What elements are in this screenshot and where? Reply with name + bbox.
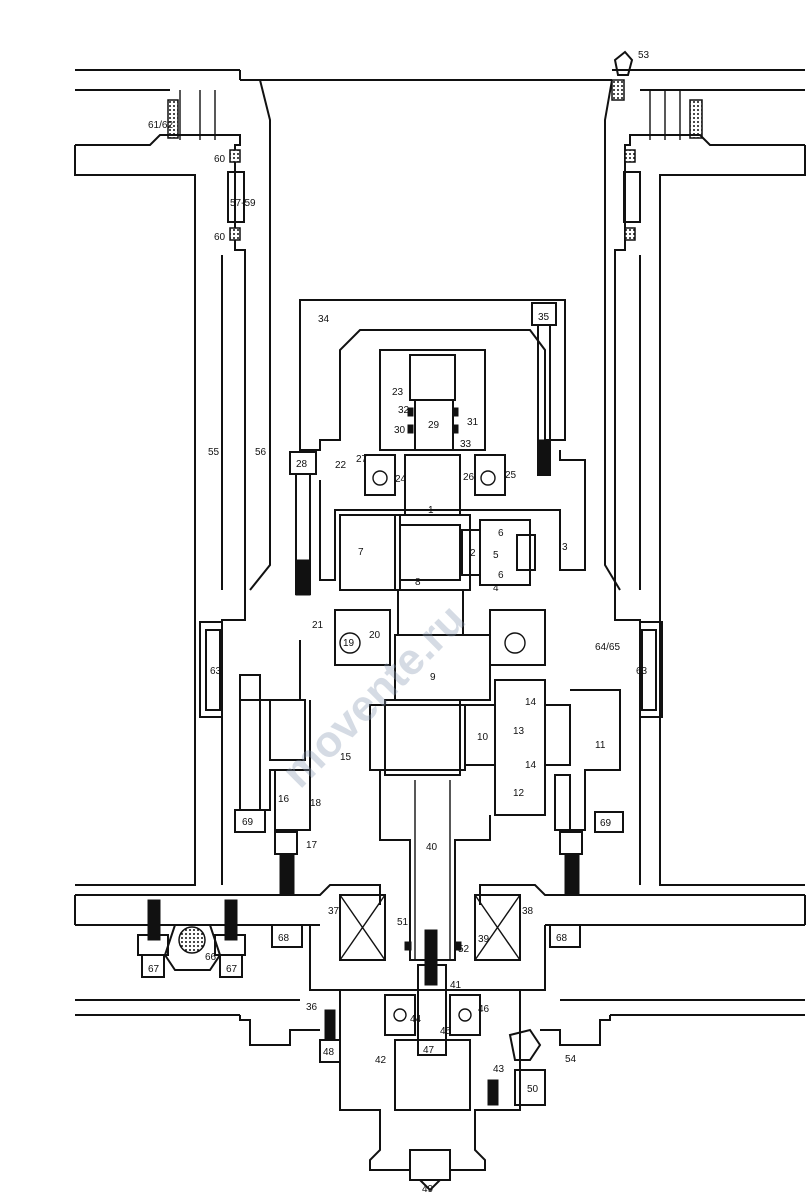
label-61-62: 61/62 xyxy=(148,120,173,131)
label-51: 51 xyxy=(397,917,409,928)
label-11: 11 xyxy=(595,740,606,751)
label-20: 20 xyxy=(369,630,381,641)
label-6a: 6 xyxy=(498,528,504,539)
mounting-clamp xyxy=(137,899,246,978)
label-39: 39 xyxy=(478,934,490,945)
label-60a: 60 xyxy=(214,154,226,165)
label-69a: 69 xyxy=(242,817,254,828)
label-55: 55 xyxy=(208,447,220,458)
middle-section xyxy=(234,640,624,961)
label-4: 4 xyxy=(493,583,499,594)
label-13: 13 xyxy=(513,726,525,737)
label-9: 9 xyxy=(430,672,436,683)
label-36: 36 xyxy=(306,1002,318,1013)
label-2: 2 xyxy=(470,548,476,559)
part-labels: 1 2 3 4 5 6 6 7 8 9 10 11 12 13 14 14 15… xyxy=(148,50,650,1195)
label-33: 33 xyxy=(460,439,472,450)
label-41: 41 xyxy=(450,980,462,991)
label-6b: 6 xyxy=(498,570,504,581)
label-64-65: 64/65 xyxy=(595,642,620,653)
watermark-text: movente.ru xyxy=(272,595,474,797)
bottom-base xyxy=(75,964,805,1192)
label-54: 54 xyxy=(565,1054,577,1065)
label-48: 48 xyxy=(323,1047,335,1058)
label-69b: 69 xyxy=(600,818,612,829)
right-housing xyxy=(604,50,806,886)
label-7: 7 xyxy=(358,547,364,558)
label-50: 50 xyxy=(527,1084,539,1095)
label-31: 31 xyxy=(467,417,479,428)
label-10: 10 xyxy=(477,732,489,743)
label-42: 42 xyxy=(375,1055,387,1066)
label-24: 24 xyxy=(395,474,407,485)
label-5: 5 xyxy=(493,550,499,561)
central-gear-train xyxy=(319,450,586,701)
label-45: 45 xyxy=(440,1026,452,1037)
label-46: 46 xyxy=(478,1004,490,1015)
label-1: 1 xyxy=(428,505,434,516)
label-22: 22 xyxy=(335,460,347,471)
label-47: 47 xyxy=(423,1045,435,1056)
label-38: 38 xyxy=(522,906,534,917)
label-29: 29 xyxy=(428,420,440,431)
label-60b: 60 xyxy=(214,232,226,243)
label-43: 43 xyxy=(493,1064,505,1075)
label-56: 56 xyxy=(255,447,267,458)
label-17: 17 xyxy=(306,840,318,851)
left-housing xyxy=(74,79,271,886)
upper-gearbox xyxy=(289,299,566,596)
label-18: 18 xyxy=(310,798,322,809)
label-28: 28 xyxy=(296,459,308,470)
label-21: 21 xyxy=(312,620,324,631)
label-37: 37 xyxy=(328,906,340,917)
label-52: 52 xyxy=(458,944,470,955)
label-30: 30 xyxy=(394,425,406,436)
label-12: 12 xyxy=(513,788,525,799)
label-26: 26 xyxy=(463,472,475,483)
label-40: 40 xyxy=(426,842,438,853)
label-66: 66 xyxy=(205,952,217,963)
label-23: 23 xyxy=(392,387,404,398)
label-8: 8 xyxy=(415,577,421,588)
watermark: movente.ru xyxy=(272,595,474,797)
label-53: 53 xyxy=(638,50,650,61)
label-16: 16 xyxy=(278,794,290,805)
label-15: 15 xyxy=(340,752,352,763)
label-27: 27 xyxy=(356,454,368,465)
label-63b: 63 xyxy=(636,666,648,677)
label-68a: 68 xyxy=(278,933,290,944)
label-63a: 63 xyxy=(210,666,222,677)
label-35: 35 xyxy=(538,312,550,323)
label-34: 34 xyxy=(318,314,330,325)
label-14b: 14 xyxy=(525,760,537,771)
label-67a: 67 xyxy=(148,964,160,975)
label-19: 19 xyxy=(343,638,355,649)
label-3: 3 xyxy=(562,542,568,553)
label-25: 25 xyxy=(505,470,517,481)
label-57-59: 57-59 xyxy=(230,198,256,209)
label-68b: 68 xyxy=(556,933,568,944)
label-44: 44 xyxy=(410,1014,422,1025)
lower-flange xyxy=(74,831,806,991)
label-67b: 67 xyxy=(226,964,238,975)
label-49: 49 xyxy=(422,1184,434,1195)
label-32: 32 xyxy=(398,405,410,416)
top-frame xyxy=(75,69,805,140)
label-14a: 14 xyxy=(525,697,537,708)
